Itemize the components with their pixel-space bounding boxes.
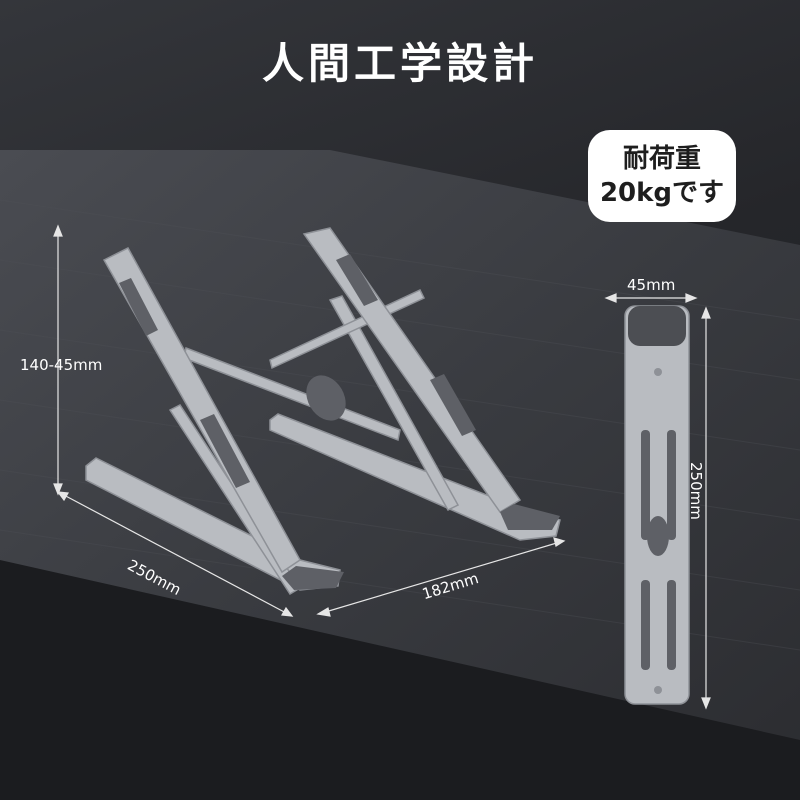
foot-front bbox=[282, 566, 344, 590]
badge-line-2: 20kgです bbox=[599, 178, 725, 208]
base-rail-back bbox=[269, 413, 561, 541]
pad-back-mid bbox=[430, 374, 476, 436]
page-title: 人間工学設計 bbox=[261, 39, 538, 88]
folded-width-label: 45mm bbox=[627, 276, 676, 294]
foot-back bbox=[500, 504, 560, 530]
folded-top-pad bbox=[628, 306, 686, 346]
center-knob bbox=[306, 375, 346, 421]
width-dimension-line bbox=[321, 541, 561, 614]
folded-body bbox=[624, 305, 690, 705]
folded-knob bbox=[647, 516, 669, 556]
load-capacity-badge: 耐荷重 20kgです bbox=[588, 130, 736, 222]
pad-back-top bbox=[336, 254, 378, 306]
pad-front-mid bbox=[200, 414, 250, 488]
badge-line-1: 耐荷重 bbox=[622, 144, 701, 174]
height-label: 140-45mm bbox=[20, 356, 103, 374]
pad-front-top bbox=[119, 278, 158, 336]
length-dimension-line bbox=[61, 493, 289, 615]
folded-length-label: 250mm bbox=[687, 462, 705, 520]
back-arm bbox=[302, 227, 522, 514]
